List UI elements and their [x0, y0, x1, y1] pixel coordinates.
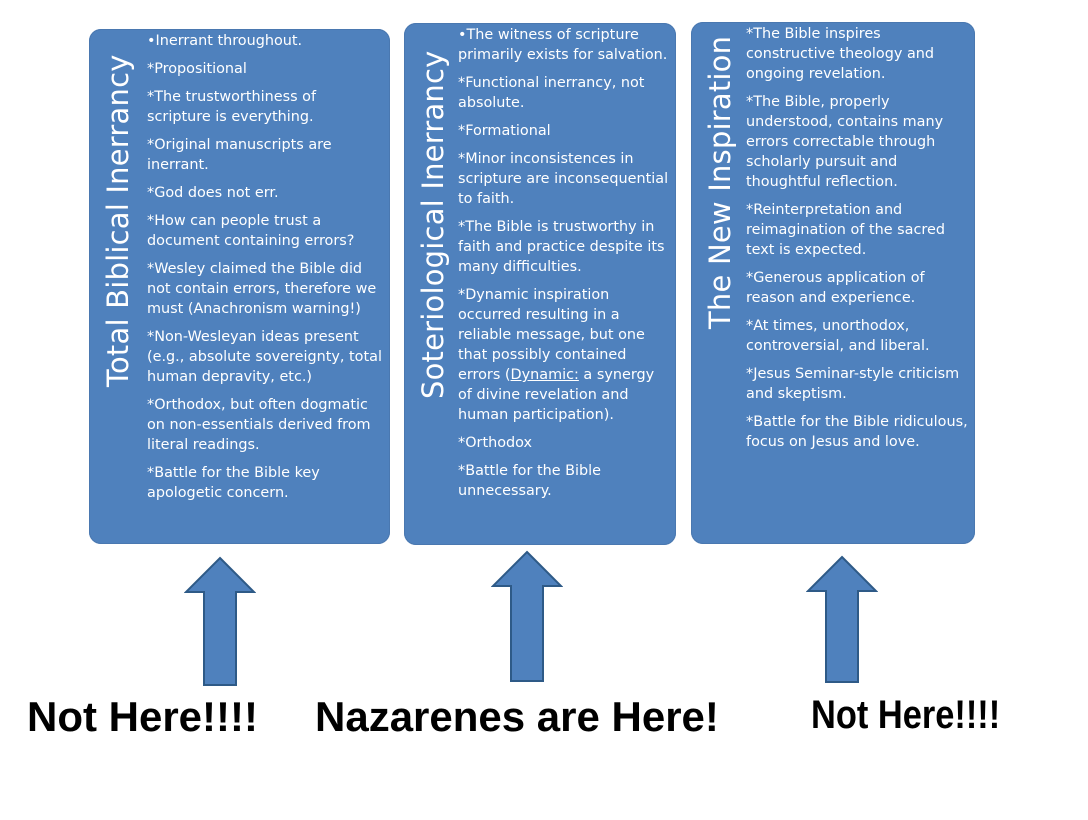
list-item: *Original manuscripts are inerrant.: [147, 137, 332, 173]
list-item: *Minor inconsistences in scripture are i…: [458, 151, 669, 207]
list-item: *How can people trust a document contain…: [147, 213, 355, 249]
bullet-text: a synergy of divine revelation and human…: [458, 367, 655, 423]
list-item: *Orthodox, but often dogmatic on non-ess…: [147, 397, 371, 453]
list-item: *At times, unorthodox, controversial, an…: [746, 318, 930, 354]
panel-title: The New Inspiration: [703, 35, 737, 329]
list-item: *The Bible inspires constructive theolog…: [746, 26, 935, 82]
panel-total-biblical-inerrancy: Total Biblical Inerrancy •Inerrant throu…: [89, 29, 390, 544]
list-item: *Battle for the Bible ridiculous, focus …: [746, 414, 968, 450]
list-item: *God does not err.: [147, 185, 279, 201]
list-item: *Dynamic inspiration occurred resulting …: [458, 285, 670, 425]
caption-not-here-left: Not Here!!!!: [27, 693, 258, 740]
list-item: *Battle for the Bible unnecessary.: [458, 463, 602, 499]
bullet-list: •Inerrant throughout. *Propositional *Th…: [147, 31, 383, 511]
panel-title: Total Biblical Inerrancy: [101, 54, 135, 387]
up-arrow-icon: [806, 555, 878, 683]
list-item: *Non-Wesleyan ideas present (e.g., absol…: [147, 329, 382, 385]
bullet-list: *The Bible inspires constructive theolog…: [746, 24, 970, 460]
list-item: *Formational: [458, 123, 551, 139]
list-item: *Generous application of reason and expe…: [746, 270, 925, 306]
up-arrow-icon: [491, 550, 563, 682]
list-item: •Inerrant throughout.: [147, 33, 303, 49]
list-item: *Battle for the Bible key apologetic con…: [147, 465, 320, 501]
list-item: *Functional inerrancy, not absolute.: [458, 75, 645, 111]
panel-title: Soteriological Inerrancy: [416, 50, 450, 399]
list-item: •The witness of scripture primarily exis…: [458, 27, 668, 63]
panel-new-inspiration: The New Inspiration *The Bible inspires …: [691, 22, 975, 544]
caption-not-here-right: Not Here!!!!: [811, 693, 1001, 737]
list-item: *Propositional: [147, 61, 247, 77]
list-item: *The trustworthiness of scripture is eve…: [147, 89, 317, 125]
list-item: *The Bible is trustworthy in faith and p…: [458, 219, 665, 275]
list-item: *The Bible, properly understood, contain…: [746, 94, 944, 190]
list-item: *Jesus Seminar-style criticism and skept…: [746, 366, 960, 402]
bullet-text: *Dynamic inspiration occurred resulting …: [458, 287, 645, 383]
bullet-list: •The witness of scripture primarily exis…: [458, 25, 670, 509]
up-arrow-icon: [184, 556, 256, 686]
list-item: *Wesley claimed the Bible did not contai…: [147, 261, 377, 317]
list-item: *Reinterpretation and reimagination of t…: [746, 202, 945, 258]
panel-soteriological-inerrancy: Soteriological Inerrancy •The witness of…: [404, 23, 676, 545]
dynamic-term: Dynamic:: [510, 367, 579, 383]
list-item: *Orthodox: [458, 435, 533, 451]
caption-nazarenes-are-here: Nazarenes are Here!: [315, 693, 719, 740]
